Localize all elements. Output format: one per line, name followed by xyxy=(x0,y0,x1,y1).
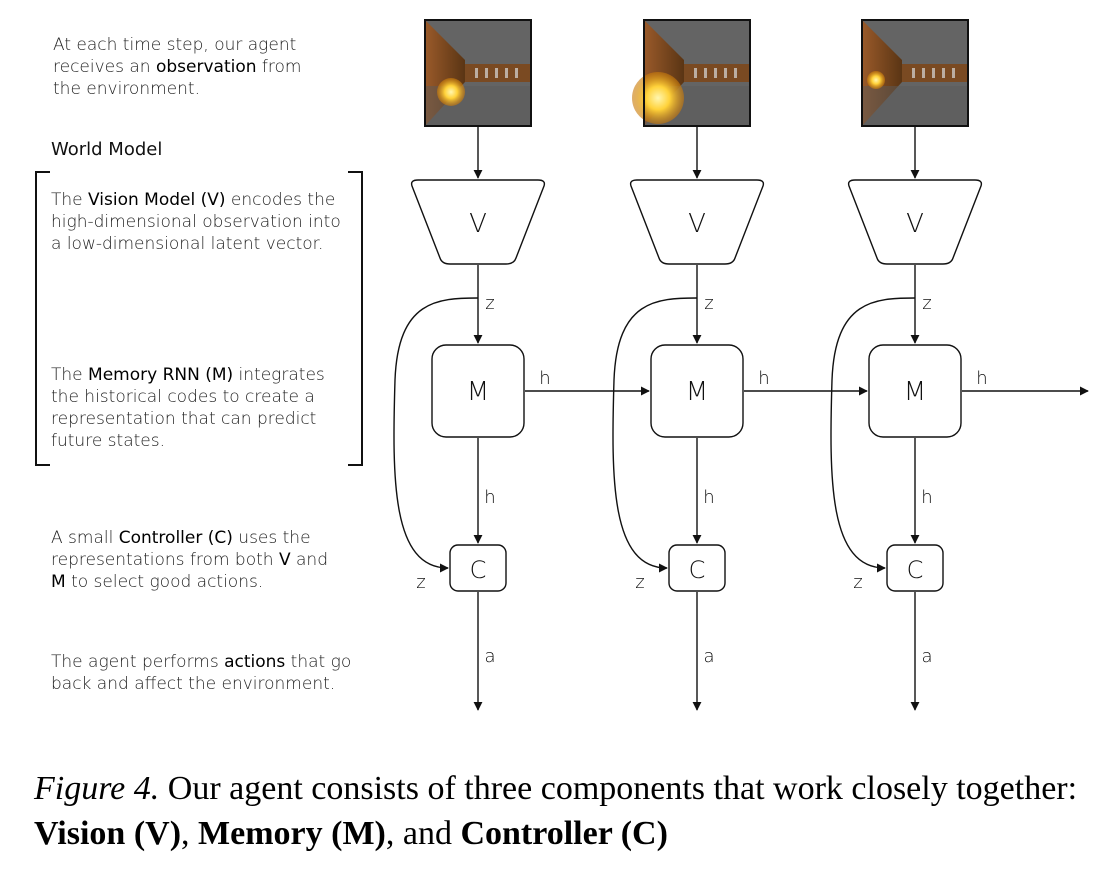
z-label-controller: z xyxy=(853,572,862,593)
fireball xyxy=(867,71,885,89)
actions-annotation: The agent performs actions that go back … xyxy=(51,652,352,694)
action-label: a xyxy=(703,646,714,667)
h-label: h xyxy=(484,487,495,508)
z-label: z xyxy=(704,293,713,314)
controller-label: C xyxy=(470,556,487,584)
observation-frame xyxy=(861,19,969,127)
memory-rnn-label: M xyxy=(686,377,708,407)
controller-node xyxy=(449,544,507,592)
controller-node xyxy=(668,544,726,592)
fireball xyxy=(632,72,684,124)
memory-rnn-label: M xyxy=(904,377,926,407)
world-model-heading: World Model xyxy=(51,139,163,160)
fireball xyxy=(437,78,465,106)
action-label: a xyxy=(921,646,932,667)
controller-label: C xyxy=(689,556,706,584)
controller-annotation: A small Controller (C) uses the represen… xyxy=(51,528,328,592)
controller-label: C xyxy=(907,556,924,584)
memory-rnn-node xyxy=(868,344,962,438)
vision-annotation: The Vision Model (V) encodes the high-di… xyxy=(51,190,341,254)
memory-rnn-label: M xyxy=(467,377,489,407)
vision-model-node xyxy=(410,179,546,265)
figure-caption: Figure 4. Our agent consists of three co… xyxy=(34,770,1078,852)
h-label: h xyxy=(703,487,714,508)
figure-label: Figure 4. xyxy=(34,770,160,807)
z-label-controller: z xyxy=(635,572,644,593)
z-label: z xyxy=(485,293,494,314)
observation-frame xyxy=(424,19,532,127)
vision-model-node xyxy=(847,179,983,265)
vision-model-node xyxy=(629,179,765,265)
z-label: z xyxy=(922,293,931,314)
observation-frame xyxy=(632,19,751,127)
z-skip-arrow xyxy=(612,297,698,573)
z-skip-arrow xyxy=(393,297,479,573)
z-label-controller: z xyxy=(416,572,425,593)
memory-rnn-node xyxy=(431,344,525,438)
h-label: h xyxy=(921,487,932,508)
h-recurrent-label: h xyxy=(976,368,987,389)
action-label: a xyxy=(484,646,495,667)
h-recurrent-label: h xyxy=(758,368,769,389)
z-skip-arrow xyxy=(830,297,916,573)
memory-rnn-node xyxy=(650,344,744,438)
observation-annotation: At each time step, our agent receives an… xyxy=(53,35,302,99)
h-recurrent-label: h xyxy=(539,368,550,389)
vision-model-label: V xyxy=(906,209,924,239)
memory-annotation: The Memory RNN (M) integrates the histor… xyxy=(51,365,325,451)
controller-node xyxy=(886,544,944,592)
vision-model-label: V xyxy=(469,209,487,239)
vision-model-label: V xyxy=(688,209,706,239)
